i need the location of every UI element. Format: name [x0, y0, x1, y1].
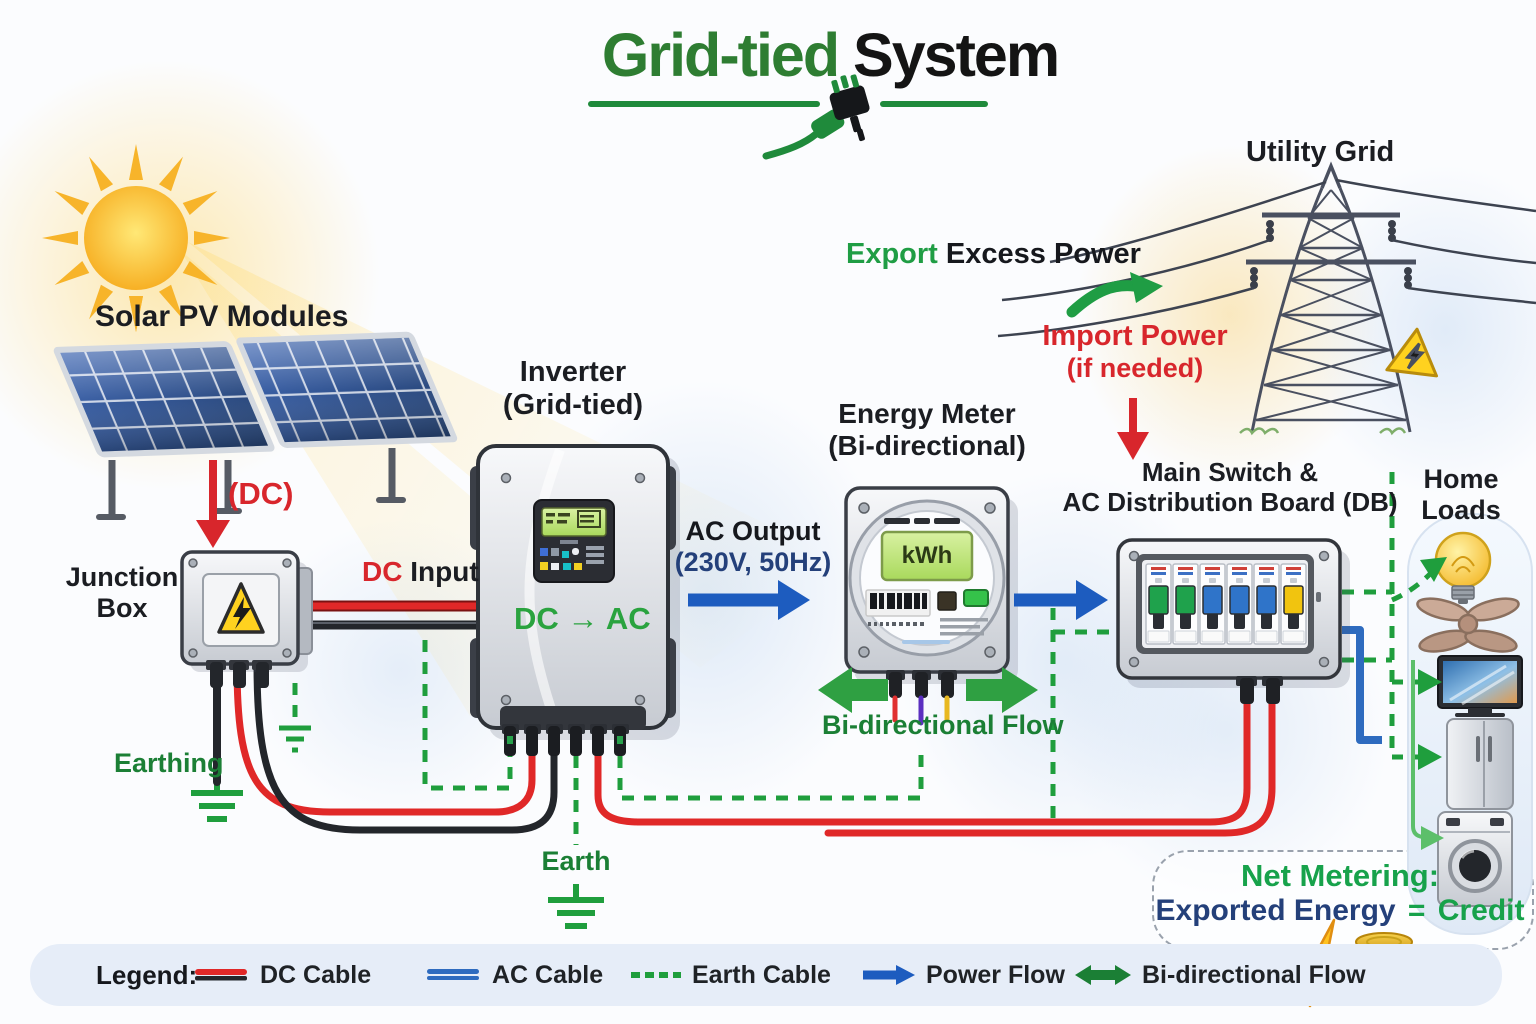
- load-feed-arrows: [1390, 557, 1447, 850]
- sun-glow: [0, 60, 380, 490]
- kwh-display: kWh: [901, 542, 953, 569]
- earthing-label: Earthing: [114, 748, 224, 778]
- credit: Credit: [1437, 894, 1525, 927]
- dc-cable-swatch-icon: [195, 969, 247, 981]
- dc-cables: [213, 600, 558, 834]
- earth-cable-swatch-icon: [631, 972, 681, 978]
- earth-symbol-small: [279, 725, 311, 753]
- power-flow-arrow-icon: [863, 965, 915, 985]
- breaker-toggles: [1148, 585, 1304, 615]
- legend-item-ac: AC Cable: [427, 944, 603, 1006]
- export-arrow: [1066, 272, 1163, 318]
- meter-glands: [886, 670, 957, 698]
- import-label: Import Power (if needed): [1042, 320, 1228, 384]
- net-metering-line2: Exported Energy = Credit: [1150, 894, 1530, 929]
- tower-cool-blob: [1300, 165, 1536, 495]
- legend-item-earth: Earth Cable: [631, 944, 831, 1006]
- bidirectional-flow-label: Bi-directional Flow: [822, 710, 1064, 740]
- junction-glands: [206, 660, 272, 688]
- bidirectional-arrow-right: [966, 667, 1038, 713]
- inverter-label: Inverter (Grid-tied): [502, 356, 644, 422]
- bidirectional-arrow-icon: [1075, 965, 1131, 985]
- energy-meter: [844, 486, 1018, 726]
- equals-sign: =: [1407, 894, 1426, 927]
- ac-output-label: AC Output (230V, 50Hz): [674, 516, 832, 578]
- distribution-board: [1116, 538, 1350, 704]
- legend-bar: Legend: DC Cable AC Cable Earth Cable: [30, 944, 1502, 1006]
- dc-ac-label: DC → AC: [514, 601, 651, 636]
- earth-symbol-inverter: [548, 884, 604, 929]
- halo-db: [1060, 560, 1390, 900]
- halo-meter: [900, 470, 1230, 860]
- inverter-glands: [502, 724, 629, 756]
- fridge-icon: [1446, 718, 1514, 810]
- ac-output-arrow: [688, 580, 810, 620]
- dc-label: (DC): [228, 476, 294, 511]
- solar-panel-array: [53, 331, 458, 458]
- export-label: Export Excess Power: [846, 238, 1141, 270]
- energy-meter-label: Energy Meter (Bi-directional): [828, 398, 1026, 462]
- title-green: Grid-tied: [601, 21, 840, 89]
- junction-warning-icon: [217, 582, 265, 634]
- earth-cables: [292, 472, 1395, 845]
- utility-tower: [997, 161, 1536, 436]
- grid-warning-icon: [1385, 327, 1438, 378]
- tower-warm-blob: [1075, 145, 1385, 485]
- db-glands: [1236, 676, 1283, 704]
- tv-icon: [1437, 655, 1523, 717]
- ac-cable-to-loads: [1342, 626, 1382, 744]
- page-title: Grid-tied System: [500, 20, 1160, 90]
- title-black: System: [838, 21, 1060, 89]
- exported-energy: Exported Energy: [1155, 894, 1396, 927]
- lightbulb-icon: [1434, 531, 1492, 604]
- junction-box-label: Junction Box: [65, 562, 179, 624]
- bidirectional-arrow-left: [818, 667, 888, 713]
- ac-cable-swatch-icon: [427, 969, 479, 980]
- legend-item-bidirectional: Bi-directional Flow: [1075, 944, 1366, 1006]
- meter-to-db-arrow: [1014, 580, 1108, 620]
- dc-input-label: DC Input: [362, 556, 479, 587]
- legend-title: Legend:: [96, 959, 198, 990]
- earth-symbol-junction: [191, 778, 243, 822]
- solar-pv-label: Solar PV Modules: [95, 300, 349, 333]
- main-switch-label: Main Switch & AC Distribution Board (DB): [1062, 457, 1398, 517]
- legend-item-dc: DC Cable: [195, 944, 371, 1006]
- utility-grid-label: Utility Grid: [1246, 136, 1395, 168]
- junction-box: [180, 550, 313, 688]
- net-metering-title: Net Metering:: [1240, 858, 1440, 893]
- earth-label: Earth: [541, 846, 611, 876]
- ceiling-fan-icon: [1416, 597, 1520, 653]
- home-loads-label: Home Loads: [1421, 464, 1501, 526]
- title-underline: [588, 101, 988, 107]
- insulators: [1250, 220, 1412, 289]
- import-arrow: [1117, 398, 1149, 460]
- legend-item-power-flow: Power Flow: [863, 944, 1065, 1006]
- inverter-control-panel: [533, 499, 615, 583]
- dc-flow-arrow: [196, 460, 230, 548]
